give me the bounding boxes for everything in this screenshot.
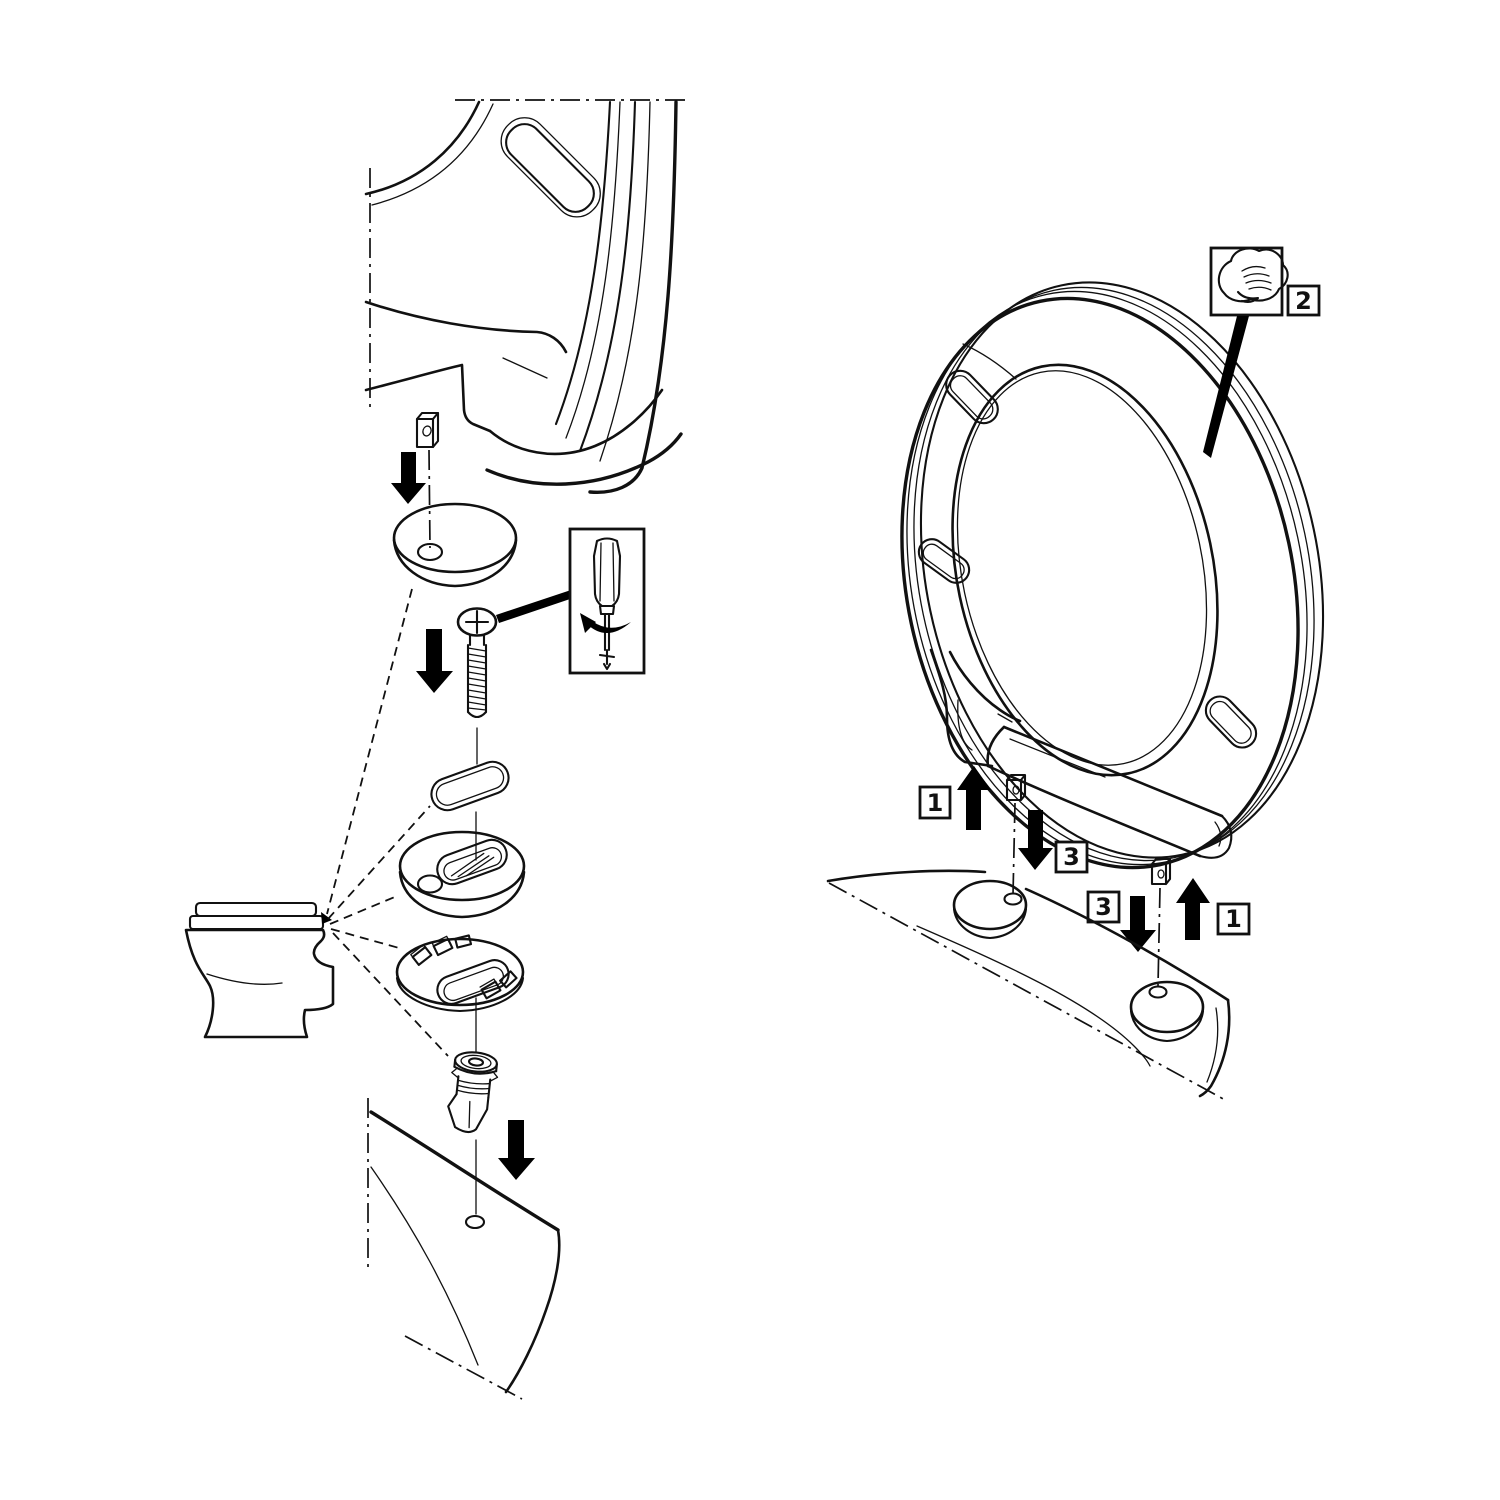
- seat-bumper-pad: [1204, 695, 1258, 749]
- press-hand-icon: [1217, 247, 1289, 304]
- leader-line: [496, 590, 573, 623]
- step-marker-label: 1: [1225, 905, 1242, 933]
- locking-plate: [395, 934, 525, 1053]
- cover-cap: [326, 502, 518, 915]
- down-arrow-icon: [498, 1120, 535, 1180]
- exploded-hardware-view: [184, 99, 685, 1400]
- seat-installation-view: 2 1 3 3 1: [826, 246, 1325, 1102]
- down-arrow-icon: [416, 629, 453, 693]
- step-marker: 1: [918, 785, 952, 820]
- fixing-screw: [456, 590, 573, 765]
- leader-line: [1203, 316, 1249, 458]
- expansion-plug: [447, 1051, 499, 1134]
- seat-bumper-pad: [917, 538, 971, 584]
- step-annotations-right-pin: 3 1: [1086, 878, 1251, 952]
- up-arrow-icon: [957, 766, 991, 830]
- toilet-side-view: [184, 805, 449, 1057]
- seat-bumper-pad: [945, 369, 999, 425]
- step-marker-label: 3: [1095, 893, 1112, 921]
- rotation-arrow-icon: [580, 613, 631, 634]
- seat-pin: [1005, 773, 1027, 802]
- step-marker: 2: [1286, 284, 1321, 317]
- lid-bumper-pad: [500, 117, 601, 218]
- mounting-cap: [952, 879, 1028, 940]
- mounting-cap: [1129, 980, 1205, 1043]
- step-marker-label: 1: [927, 789, 944, 817]
- step-marker: 1: [1216, 902, 1251, 936]
- seat-pin: [415, 411, 440, 449]
- down-arrow-icon: [391, 452, 426, 504]
- down-arrow-icon: [1018, 810, 1053, 870]
- toilet-pan-deck: [826, 869, 1231, 1102]
- step-marker-label: 2: [1295, 287, 1312, 315]
- press-instruction: 2: [1203, 246, 1321, 458]
- down-arrow-icon: [1120, 896, 1156, 952]
- press-icon-box: [1209, 246, 1284, 317]
- step-marker-label: 3: [1063, 843, 1080, 871]
- step-annotations-left-pin: 1 3: [918, 766, 1089, 874]
- seat-lid-underside: [364, 99, 685, 549]
- seat-ring: [900, 281, 1325, 987]
- bowl-rim-section: [367, 1098, 561, 1400]
- oval-gasket: [430, 760, 510, 812]
- step-marker: 3: [1054, 840, 1089, 874]
- seat-pin: [1150, 857, 1172, 886]
- buffer-bar: [986, 725, 1233, 859]
- screwdriver-box: [568, 527, 646, 675]
- step-marker: 3: [1086, 890, 1121, 924]
- up-arrow-icon: [1176, 878, 1210, 940]
- hinge-base-plate: [398, 830, 526, 919]
